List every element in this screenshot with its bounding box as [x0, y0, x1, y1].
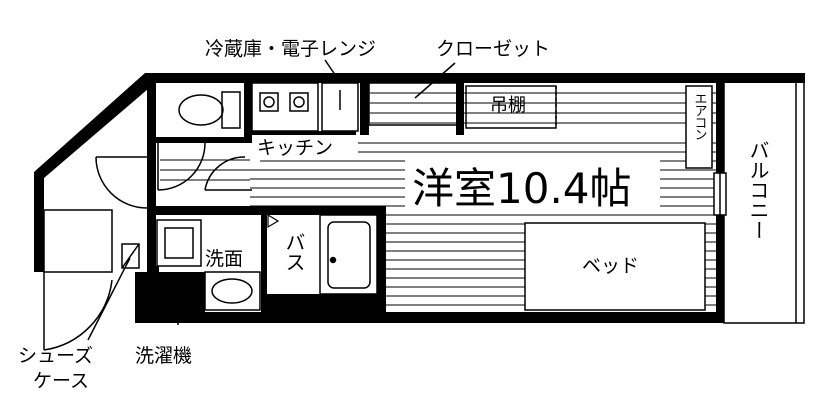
balcony-label: バルコニー	[746, 140, 770, 240]
room-label-mask	[405, 158, 660, 208]
wet-core-top-wall	[147, 206, 385, 215]
wash-bath-divider	[261, 215, 267, 312]
closet	[368, 82, 458, 126]
air-conditioner	[685, 85, 713, 169]
bath-door-marker	[267, 213, 280, 229]
bed-label: ベッド	[582, 255, 639, 277]
washing-machine-pillar	[135, 272, 205, 312]
washbasin-label: 洗面	[205, 248, 243, 270]
shoe-case-label-line2: ケース	[33, 370, 89, 392]
bath-right-wall	[377, 206, 386, 316]
fridge-microwave-label: 冷蔵庫・電子レンジ	[205, 38, 376, 60]
bathtub-icon	[319, 214, 378, 295]
kitchen-partition	[252, 131, 356, 135]
shoe-case-label-line1: シューズ	[18, 345, 93, 367]
toilet-room-wall	[156, 137, 248, 143]
hanging-shelf-label: 吊棚	[490, 95, 526, 116]
kitchen-label-mask	[255, 134, 358, 160]
entrance-door	[95, 156, 148, 209]
window	[713, 172, 727, 216]
closet-label: クローゼット	[436, 38, 550, 60]
washbasin-icon	[204, 271, 261, 311]
shoe-case	[43, 209, 140, 351]
fridge-divider-wall	[360, 83, 369, 135]
bed-icon	[524, 222, 706, 311]
aircon-label: エアコン	[692, 92, 707, 140]
exterior-walls	[34, 73, 805, 323]
toilet-icon	[178, 91, 241, 129]
bath-bottom-wall	[267, 294, 385, 312]
bath-label: バス	[282, 232, 306, 272]
toilet-right-wall	[244, 83, 252, 143]
washing-machine-label: 洗濯機	[135, 345, 192, 367]
fridge-space	[321, 82, 359, 132]
room-label: 洋室10.4帖	[412, 164, 632, 213]
toilet-door	[157, 142, 206, 191]
kitchen-label: キッチン	[257, 137, 333, 159]
closet-right-wall	[456, 83, 464, 135]
leader-lines	[87, 59, 456, 341]
pillar-left	[147, 266, 159, 312]
hanging-shelf	[465, 85, 557, 129]
hall-door	[204, 156, 252, 191]
kitchen-counter	[251, 82, 319, 132]
washing-machine-pan	[156, 219, 202, 267]
